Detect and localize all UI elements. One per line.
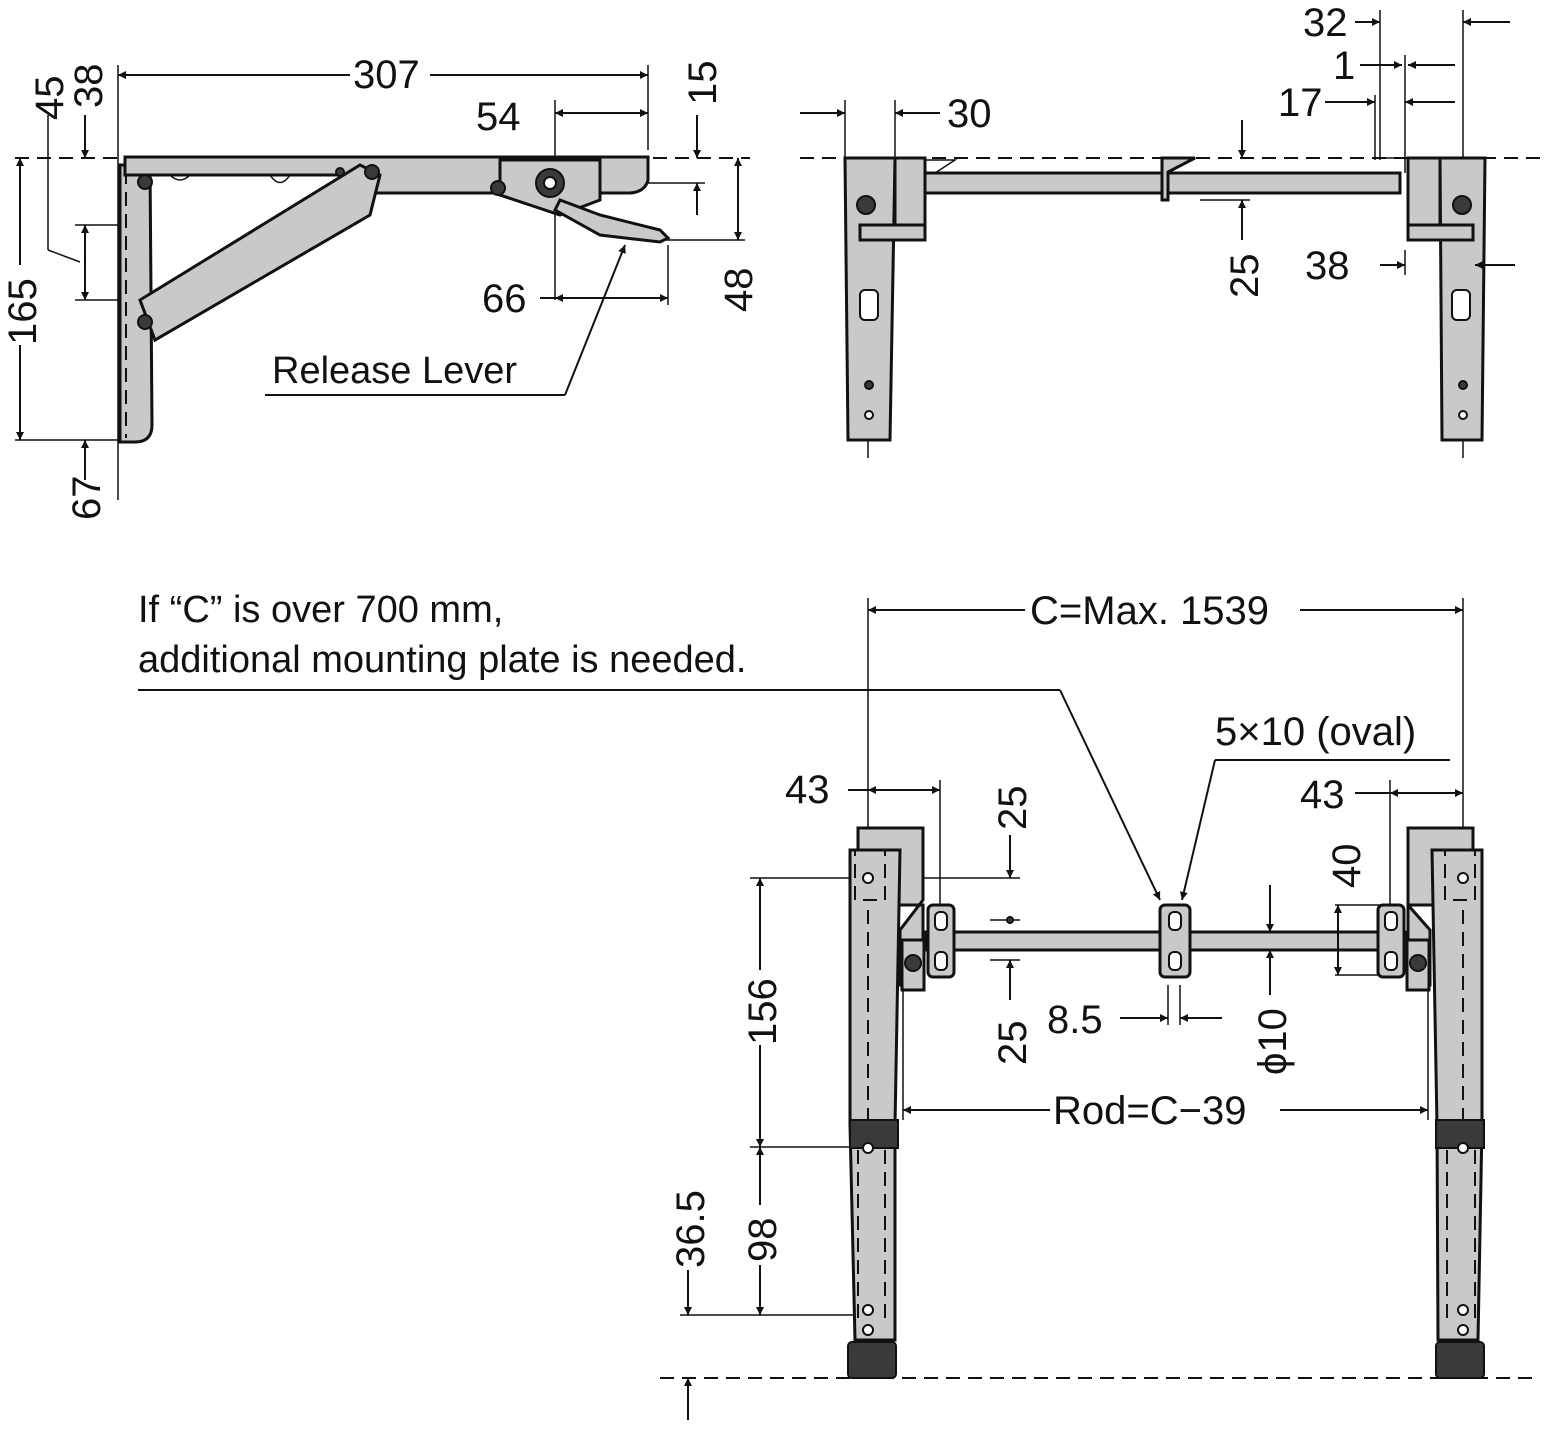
dim-8-5: 8.5 bbox=[1047, 998, 1103, 1042]
dim-1: 1 bbox=[1333, 44, 1355, 88]
note-line-1: If “C” is over 700 mm, bbox=[138, 589, 503, 631]
dim-oval: 5×10 (oval) bbox=[1215, 710, 1416, 754]
bracket-diagonal-arm bbox=[138, 163, 382, 343]
dim-30: 30 bbox=[947, 92, 992, 136]
dim-48: 48 bbox=[717, 268, 761, 313]
dim-43-right: 43 bbox=[1300, 773, 1345, 817]
side-view: 307 54 15 48 66 45 38 165 67 Release Lev… bbox=[1, 53, 761, 520]
dim-17: 17 bbox=[1278, 81, 1323, 125]
dim-36-5: 36.5 bbox=[669, 1190, 713, 1268]
dim-165: 165 bbox=[1, 278, 45, 345]
dim-38-front: 38 bbox=[1305, 244, 1350, 288]
dim-25-top: 25 bbox=[991, 786, 1035, 831]
front-view: 30 32 1 17 25 38 bbox=[800, 1, 1540, 458]
bracket-vertical-plate bbox=[118, 163, 154, 444]
dim-rod: Rod=C−39 bbox=[1053, 1089, 1246, 1133]
release-lever bbox=[553, 198, 671, 244]
release-lever-label: Release Lever bbox=[272, 350, 517, 392]
dim-25-bottom: 25 bbox=[991, 1021, 1035, 1066]
dim-43-left: 43 bbox=[785, 768, 830, 812]
mount-plate-center bbox=[1158, 903, 1192, 979]
dim-54: 54 bbox=[476, 95, 521, 139]
note-line-2: additional mounting plate is needed. bbox=[138, 639, 746, 681]
dim-38: 38 bbox=[67, 64, 111, 109]
dim-45: 45 bbox=[28, 76, 72, 121]
dim-67: 67 bbox=[65, 476, 109, 521]
dim-phi10: ϕ10 bbox=[1251, 1008, 1295, 1075]
dim-66: 66 bbox=[482, 277, 527, 321]
dim-307: 307 bbox=[353, 53, 420, 97]
dim-40: 40 bbox=[1325, 844, 1369, 889]
dim-98: 98 bbox=[741, 1218, 785, 1263]
dim-156: 156 bbox=[741, 978, 785, 1045]
dim-15: 15 bbox=[681, 61, 725, 106]
dim-25-front: 25 bbox=[1223, 254, 1267, 299]
dim-c-max: C=Max. 1539 bbox=[1030, 589, 1269, 633]
dim-32: 32 bbox=[1303, 1, 1348, 45]
bottom-view: If “C” is over 700 mm, additional mounti… bbox=[138, 589, 1540, 1420]
